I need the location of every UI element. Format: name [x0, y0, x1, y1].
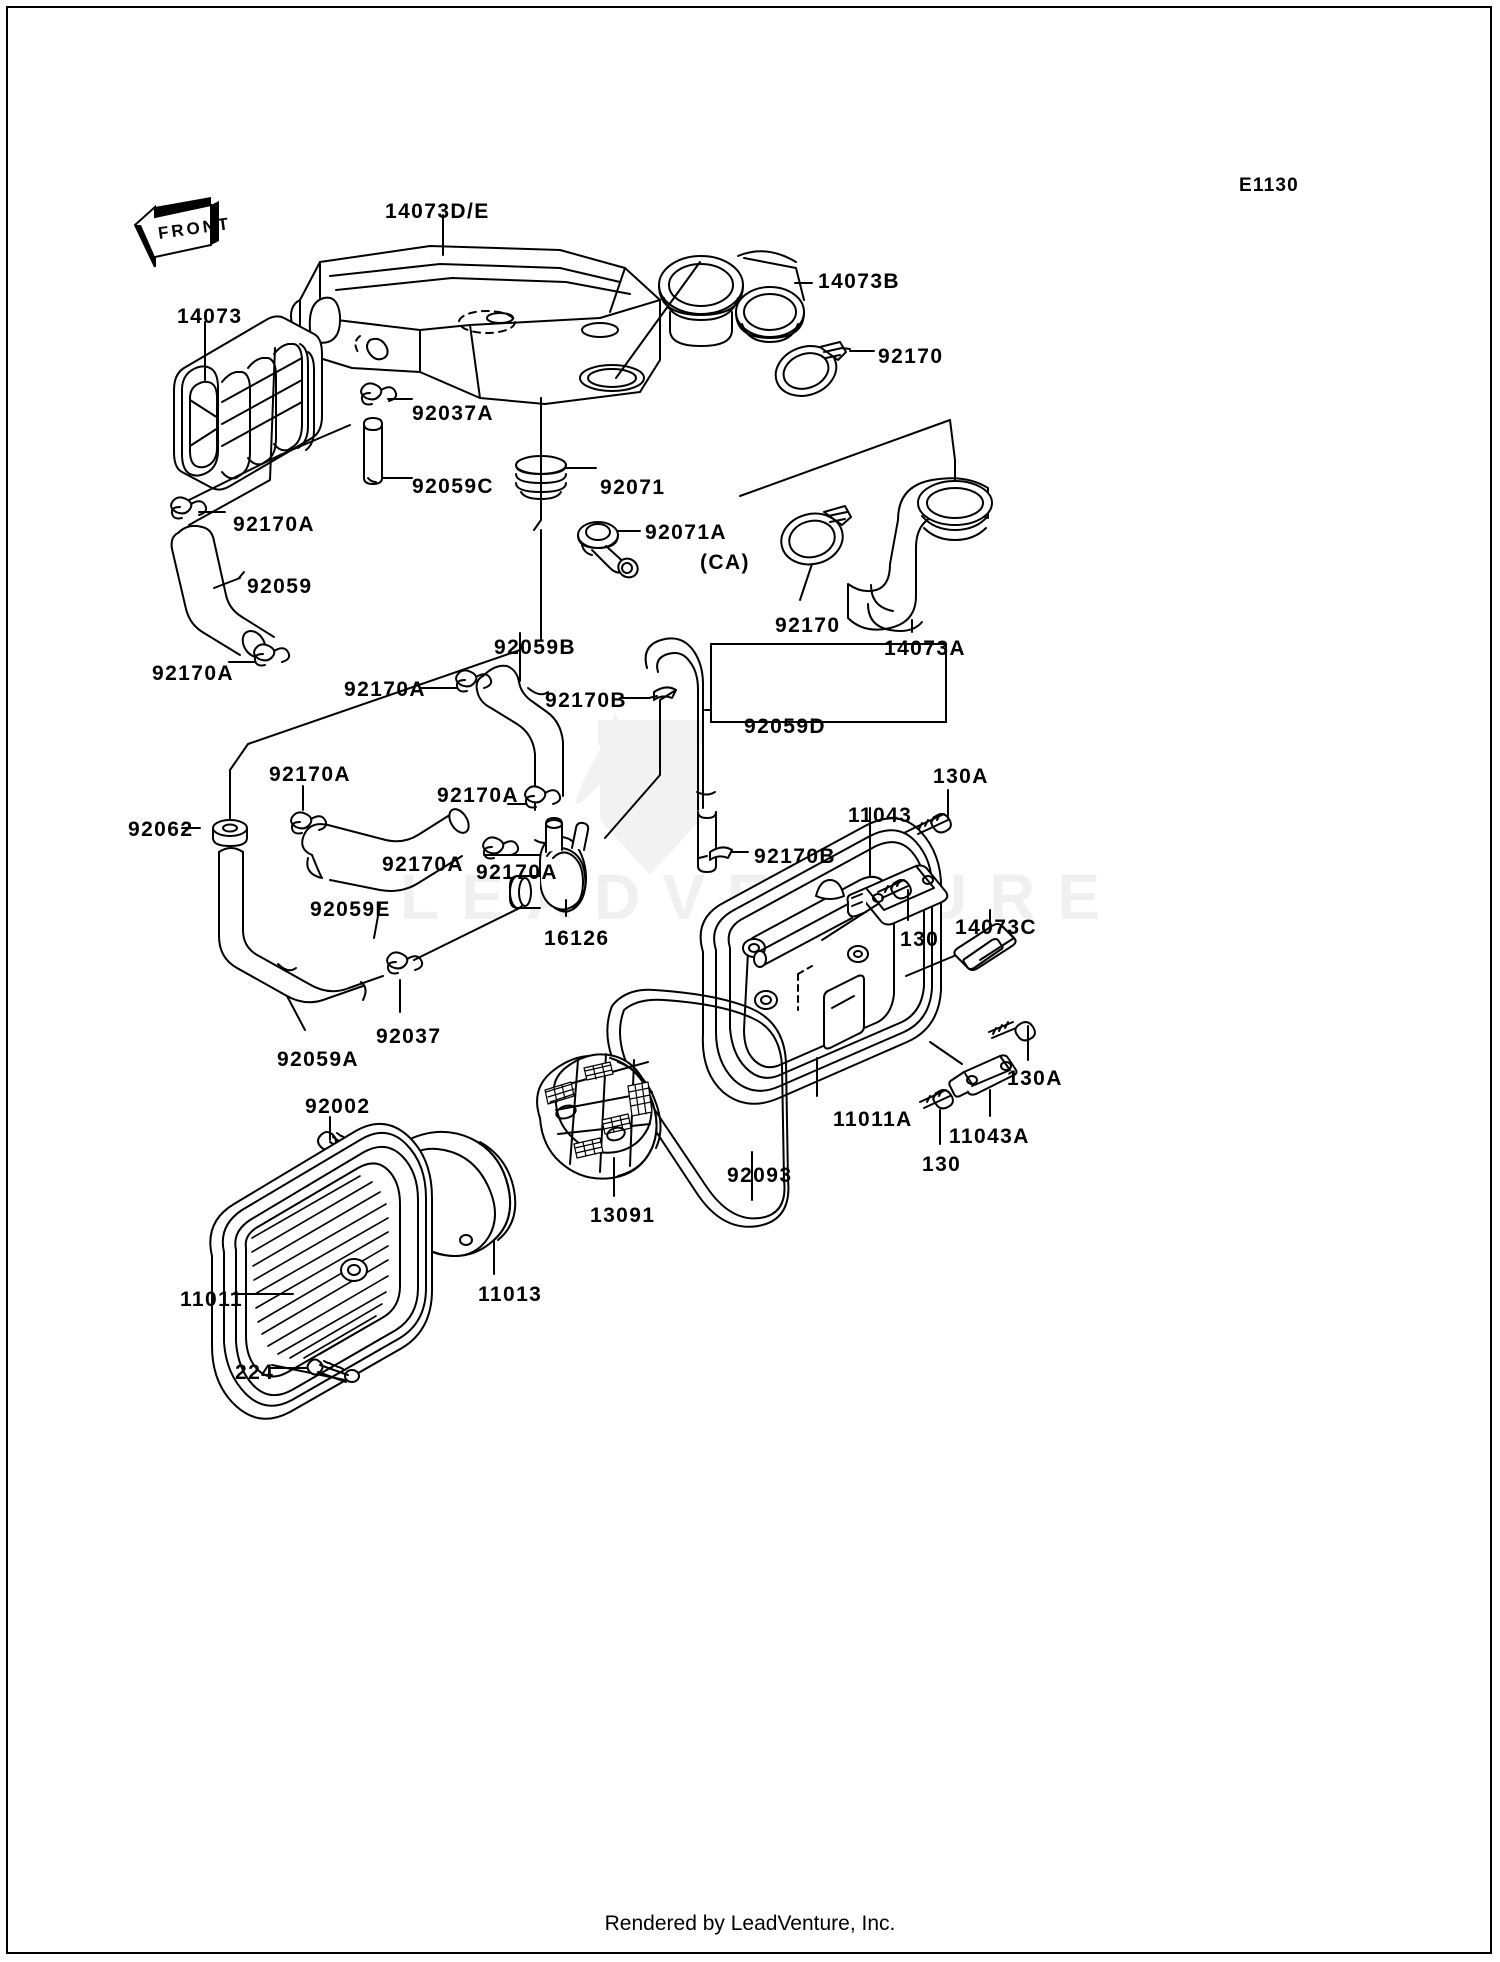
- label-130A-bot: 130A: [1007, 1067, 1063, 1090]
- label-92059A: 92059A: [277, 1048, 359, 1071]
- part-14073B-intake-trumpet: [615, 250, 813, 379]
- part-11011-cover: [209, 1123, 433, 1420]
- label-92170B-2: 92170B: [754, 845, 836, 868]
- part-92170A-clamp-1: [170, 496, 226, 520]
- label-92170A-1: 92170A: [233, 513, 315, 536]
- part-92037-clip: [386, 899, 537, 1013]
- part-92170A-clamp-5: [482, 836, 546, 860]
- part-92170A-clamp-6: [507, 785, 562, 809]
- part-14073A-elbow-duct: [739, 419, 993, 633]
- part-14073-duct-grille: [173, 315, 323, 491]
- label-92170A-3: 92170A: [344, 678, 426, 701]
- label-11013: 11013: [478, 1283, 543, 1306]
- part-14073C-grommet: [905, 909, 1017, 977]
- label-92037: 92037: [376, 1025, 442, 1048]
- label-92170B-1: 92170B: [545, 689, 627, 712]
- label-92037A: 92037A: [412, 402, 494, 425]
- label-16126: 16126: [544, 927, 610, 950]
- part-130A-bolt-top: [903, 789, 952, 835]
- label-14073B: 14073B: [818, 270, 900, 293]
- label-ca-note: (CA): [700, 551, 750, 574]
- part-92059C-hose: [363, 417, 413, 485]
- label-92059D: 92059D: [744, 715, 826, 738]
- part-92071A-cap: [577, 521, 641, 579]
- label-130A-top: 130A: [933, 765, 989, 788]
- part-92059A-hose: [218, 847, 384, 1031]
- footer-attribution: Rendered by LeadVenture, Inc.: [604, 1912, 896, 1935]
- label-92170-top: 92170: [878, 345, 944, 368]
- label-92170A-2: 92170A: [152, 662, 234, 685]
- part-92059E-hose: [301, 808, 470, 939]
- label-14073: 14073: [177, 305, 243, 328]
- part-11043A-bracket: [929, 1041, 1018, 1117]
- label-11011A: 11011A: [833, 1108, 913, 1131]
- label-92059B: 92059B: [494, 636, 576, 659]
- label-92170A-7: 92170A: [476, 861, 558, 884]
- part-92062-washer: [181, 649, 521, 847]
- part-92059B-hose: [475, 632, 564, 844]
- label-92170A-6: 92170A: [382, 853, 464, 876]
- label-92059C: 92059C: [412, 475, 494, 498]
- part-92170A-clamp-3: [419, 669, 493, 693]
- page-border: [6, 6, 1492, 1954]
- label-130-1: 130: [900, 928, 940, 951]
- label-11043: 11043: [848, 804, 913, 827]
- part-14073DE-air-duct: [290, 214, 661, 405]
- part-13091-element-holder: [536, 1053, 662, 1197]
- part-224-screw: [269, 1358, 349, 1383]
- label-92093: 92093: [727, 1164, 793, 1187]
- label-14073A: 14073A: [884, 637, 966, 660]
- part-16126-valve: [509, 817, 590, 917]
- part-92170A-clamp-2: [228, 643, 291, 667]
- label-130-2: 130: [922, 1153, 962, 1176]
- part-92071-damper: [515, 397, 597, 531]
- label-92170-mid: 92170: [775, 614, 841, 637]
- label-92059: 92059: [247, 575, 313, 598]
- label-14073DE: 14073D/E: [385, 200, 490, 223]
- part-92170A-clamp-4: [290, 785, 328, 835]
- label-92170A-5: 92170A: [437, 784, 519, 807]
- ca-variant-box: [710, 643, 947, 723]
- part-130A-bolt-bot: [988, 1021, 1036, 1061]
- label-92071A: 92071A: [645, 521, 727, 544]
- label-14073C: 14073C: [955, 916, 1037, 939]
- label-13091: 13091: [590, 1204, 656, 1227]
- label-92071: 92071: [600, 476, 666, 499]
- part-92170-clamp-top: [774, 341, 875, 397]
- label-92059E: 92059E: [310, 898, 391, 921]
- label-224: 224: [235, 1361, 275, 1384]
- label-92062: 92062: [128, 818, 194, 841]
- label-92002: 92002: [305, 1095, 371, 1118]
- label-11011: 11011: [180, 1288, 244, 1311]
- part-130-bolt-bot: [919, 1089, 954, 1145]
- leader-14073-to-clamp: [188, 424, 351, 501]
- diagram-code: E1130: [1239, 175, 1299, 196]
- part-130-bolt-mid: [877, 879, 912, 921]
- part-92170B-clip-2: [698, 846, 749, 861]
- front-direction-icon: FRONT: [133, 195, 233, 270]
- part-92037A-grommet: [360, 382, 413, 406]
- part-92170-clamp-mid: [780, 505, 852, 601]
- label-11043A: 11043A: [949, 1125, 1030, 1148]
- label-92170A-4: 92170A: [269, 763, 351, 786]
